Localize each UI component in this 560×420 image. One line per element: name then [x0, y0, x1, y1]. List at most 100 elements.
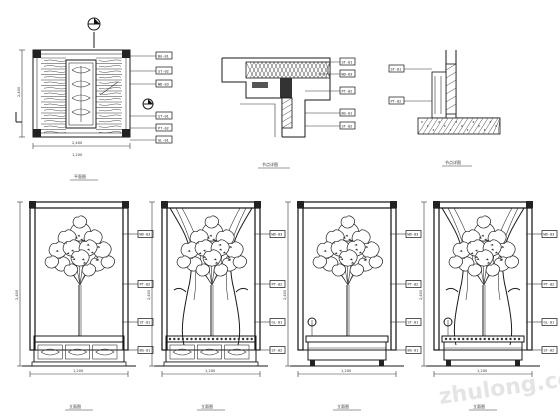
planter-pebble [250, 337, 253, 341]
planter-pebble [233, 337, 236, 341]
detail-1-tag-1: ST-01 [342, 61, 353, 65]
planter-pebble [479, 337, 482, 341]
plan-tag-4: ST-01 [158, 115, 169, 119]
leaf-mark [66, 252, 70, 255]
leaf-mark [71, 255, 75, 258]
material-tag-label: ST-01 [140, 321, 151, 325]
elevation-dim-height: 2,400 [15, 289, 19, 300]
hatch-line [293, 61, 303, 79]
hatch-line [472, 117, 484, 135]
leaf-mark [196, 241, 200, 244]
planter-panel [197, 344, 222, 360]
planter-pebble [194, 337, 197, 341]
material-tag-label: WD-03 [140, 233, 151, 237]
planter-top [305, 335, 389, 343]
material-tag-label: WD-03 [272, 233, 283, 237]
hatch-line [253, 61, 263, 79]
material-tag-label: WD-03 [408, 233, 419, 237]
plan-post [122, 50, 130, 58]
planter-pebble [487, 337, 491, 341]
detail-2-hatch [417, 117, 501, 135]
leaf-mark [499, 258, 503, 261]
material-tag [269, 230, 286, 238]
leaf-mark [218, 243, 222, 246]
aggregate-dot [449, 129, 452, 131]
plan-grain [98, 120, 122, 123]
planter-pebble [203, 337, 206, 341]
planter-pebble [190, 337, 193, 341]
hatch-line [497, 117, 501, 135]
curtain-tie [173, 287, 187, 293]
material-tag [269, 346, 286, 354]
tree-canopy-leaf [100, 255, 115, 269]
plan-tag-3: WD-03 [158, 83, 169, 87]
elevation-cap [526, 201, 533, 208]
elevation-cap [297, 201, 304, 208]
leaf-mark [340, 258, 344, 261]
aggregate-dot [466, 129, 469, 131]
aggregate-dot [478, 125, 480, 127]
plan-tag-6: GL-01 [158, 139, 169, 143]
leaf-mark [475, 255, 479, 258]
planter-pebble [211, 337, 215, 341]
leaf-mark [339, 255, 343, 258]
tree-canopy-leaf [368, 255, 383, 269]
tree-canopy-leaf [448, 255, 463, 269]
material-tag [541, 318, 558, 326]
planter-pebble [453, 337, 456, 341]
planter-carving [40, 348, 60, 356]
planter-carving [95, 348, 115, 356]
material-tag [405, 230, 422, 238]
planter-pebble [500, 337, 504, 341]
leaf-mark [212, 238, 216, 241]
leaf-mark [206, 236, 210, 239]
planter-pebble [509, 337, 512, 341]
planter-pebble [168, 337, 172, 341]
material-tag-label: GL-01 [544, 321, 555, 325]
aggregate-dot [472, 121, 474, 123]
plan-wood-boards [41, 57, 122, 134]
material-tag-label: GL-01 [272, 321, 283, 325]
plan-grain [43, 120, 67, 123]
elevation-cap [433, 201, 440, 208]
leaf-mark [203, 249, 207, 252]
material-tag [405, 280, 422, 288]
leaf-mark [72, 258, 76, 261]
material-tag [137, 346, 154, 354]
leaf-mark [227, 258, 231, 261]
plan-dim-bottom: 2,400 [72, 141, 83, 145]
aggregate-dot [421, 121, 423, 123]
elevation-post [161, 201, 168, 351]
planter-pebble [470, 337, 473, 341]
hatch-line [249, 61, 259, 79]
elevation-dim-width: 1,200 [477, 369, 488, 373]
detail-1-hatch [245, 61, 331, 79]
hatch-line [309, 61, 319, 79]
planter-carving [68, 348, 88, 356]
planter-plinth [163, 361, 259, 367]
elevation-dim-width: 1,200 [205, 369, 216, 373]
planter-pebble [474, 337, 478, 341]
tree-canopy-leaf [195, 263, 210, 277]
leaf-mark [470, 252, 474, 255]
detail-1-tag-4: BG-01 [342, 112, 353, 116]
hatch-line [277, 61, 287, 79]
leaf-mark [87, 248, 90, 251]
leaf-mark [478, 236, 482, 239]
tree-canopy-leaf [63, 263, 78, 277]
aggregate-dot [461, 125, 463, 127]
hatch-line [325, 61, 331, 79]
curtain-left [169, 207, 192, 346]
material-tag [137, 318, 154, 326]
planter-panel [92, 344, 118, 360]
plan-post [33, 129, 41, 137]
planter-foot [515, 360, 520, 366]
plan-grain [43, 125, 67, 128]
planter-panel [169, 344, 195, 360]
plan-grain [98, 59, 122, 62]
plan-grain [98, 114, 122, 117]
hatch-line [265, 61, 275, 79]
elevation-dim-height: 2,400 [147, 289, 151, 300]
